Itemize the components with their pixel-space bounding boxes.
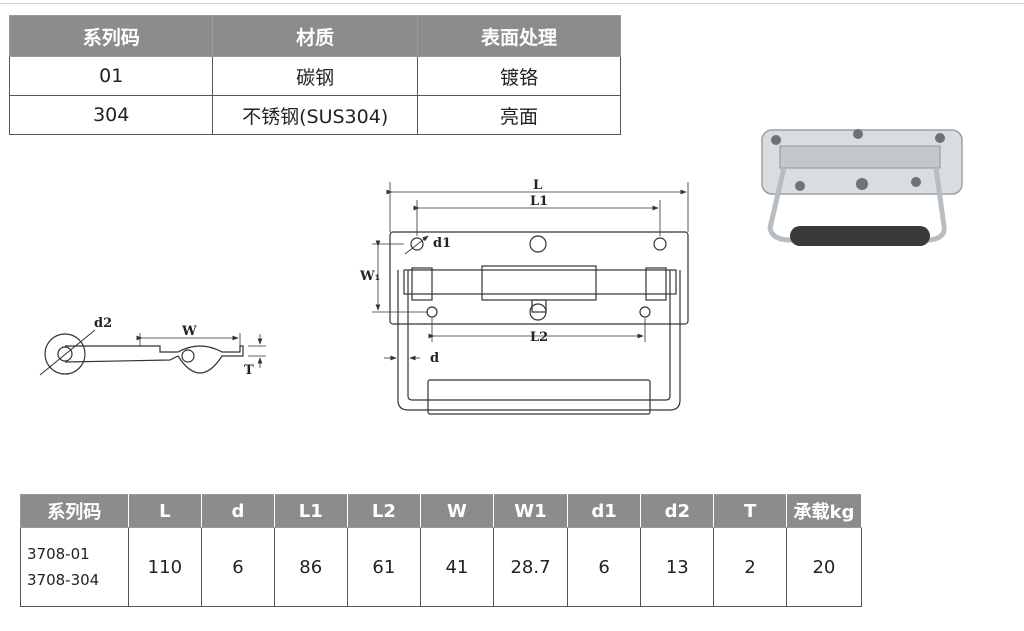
header-series-code: 系列码 — [20, 494, 129, 528]
header-l2: L2 — [346, 494, 421, 528]
header-l1: L1 — [273, 494, 348, 528]
model-code: 3708-304 — [27, 571, 100, 589]
table-row: 304 不锈钢(SUS304) 亮面 — [8, 95, 622, 135]
cell-surface-treatment: 亮面 — [416, 95, 622, 135]
label-l2: L2 — [530, 330, 548, 345]
header-d1: d1 — [567, 494, 642, 528]
cell-d2: 13 — [640, 527, 715, 607]
label-l: L — [533, 178, 542, 193]
header-t: T — [713, 494, 787, 528]
material-table-header-row: 系列码 材质 表面处理 — [8, 15, 622, 57]
product-photo-handle — [761, 129, 963, 246]
cell-l2: 61 — [346, 527, 421, 607]
label-d: d — [430, 351, 439, 366]
label-t: T — [244, 363, 254, 378]
top-view-drawing — [372, 182, 689, 415]
top-divider-line — [0, 3, 1024, 4]
cell-series-code: 304 — [8, 95, 214, 135]
cell-t: 2 — [713, 527, 787, 607]
cell-l: 110 — [127, 527, 203, 607]
material-table: 系列码 材质 表面处理 01 碳钢 镀铬 304 不锈钢(SUS304) 亮面 — [8, 15, 622, 135]
cell-series-code: 01 — [8, 56, 214, 96]
cell-surface-treatment: 镀铬 — [416, 56, 622, 96]
header-l: L — [127, 494, 203, 528]
mounting-hole-circle — [44, 333, 86, 375]
header-d2: d2 — [640, 494, 715, 528]
table-row: 3708-01 3708-304 110 6 86 61 41 28.7 6 1… — [20, 527, 863, 607]
mounting-hole-inner — [57, 346, 73, 362]
header-d: d — [201, 494, 275, 528]
cell-d: 6 — [201, 527, 275, 607]
spec-table-header-row: 系列码 L d L1 L2 W W1 d1 d2 T 承载kg — [20, 494, 863, 528]
label-w: W — [181, 324, 197, 339]
label-d2: d2 — [94, 316, 112, 331]
header-material: 材质 — [212, 15, 418, 57]
label-l1: L1 — [530, 194, 548, 209]
cell-material: 碳钢 — [212, 56, 418, 96]
header-series-code: 系列码 — [8, 15, 214, 57]
header-surface-treatment: 表面处理 — [416, 15, 622, 57]
header-w1: W1 — [492, 494, 569, 528]
cell-l1: 86 — [273, 527, 348, 607]
cell-d1: 6 — [567, 527, 642, 607]
header-w: W — [419, 494, 494, 528]
model-code: 3708-01 — [27, 545, 90, 563]
label-w1: W₁ — [359, 269, 380, 284]
side-view-drawing — [39, 329, 266, 376]
cell-w: 41 — [419, 527, 494, 607]
cell-load-kg: 20 — [785, 527, 863, 607]
header-load-kg: 承载kg — [785, 494, 863, 528]
cell-w1: 28.7 — [492, 527, 569, 607]
label-d1: d1 — [433, 236, 451, 251]
spec-table: 系列码 L d L1 L2 W W1 d1 d2 T 承载kg 3708-01 … — [20, 494, 863, 607]
cell-material: 不锈钢(SUS304) — [212, 95, 418, 135]
table-row: 01 碳钢 镀铬 — [8, 56, 622, 96]
cell-models: 3708-01 3708-304 — [20, 527, 129, 607]
